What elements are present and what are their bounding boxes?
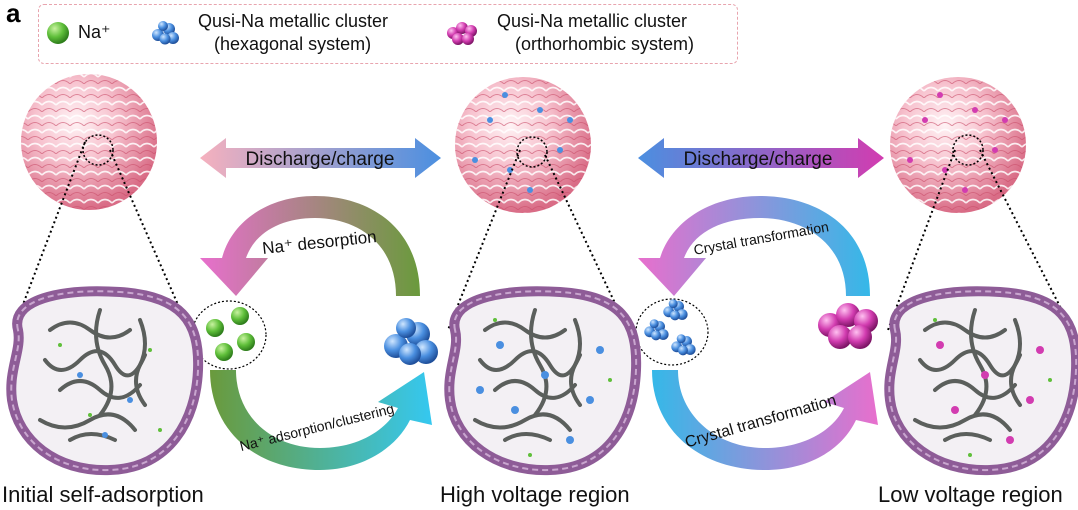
legend-ortho-label-line2: (orthorhombic system): [515, 34, 695, 54]
ortho-cluster-large: [818, 303, 878, 349]
stage-label-initial: Initial self-adsorption: [2, 482, 204, 507]
hex-cluster-large: [384, 318, 438, 365]
sphere-low: [890, 77, 1026, 213]
legend-na-label: Na⁺: [78, 22, 111, 42]
particle-initial: [6, 286, 204, 476]
stage-label-low: Low voltage region: [878, 482, 1063, 507]
legend-ortho-cluster-icon: [447, 22, 477, 45]
arc-left-upper: [200, 196, 420, 296]
double-arrow-left: [200, 138, 441, 178]
sphere-high: [455, 77, 591, 213]
hex-cluster-small-2: [644, 319, 669, 341]
panel-label: a: [6, 0, 21, 28]
hex-cluster-small-3: [671, 334, 696, 356]
arc-right-upper: [638, 196, 870, 296]
legend-box: [38, 4, 738, 64]
legend-hex-label-line2: (hexagonal system): [214, 34, 372, 54]
sphere-initial: [21, 74, 157, 210]
legend-hex-cluster-icon: [152, 21, 179, 45]
legend-na-icon: [47, 22, 69, 44]
arc-right-lower: [652, 370, 878, 470]
particle-high: [444, 286, 642, 476]
legend-ortho-label-line1: Qusi-Na metallic cluster: [497, 11, 688, 31]
legend-hex-label-line1: Qusi-Na metallic cluster: [198, 11, 389, 31]
particle-low: [884, 286, 1078, 476]
double-arrow-right: [638, 138, 884, 178]
label-na-desorption: Na⁺ desorption: [261, 227, 377, 258]
label-double-arrow-right: Discharge/charge: [684, 149, 833, 170]
label-double-arrow-left: Discharge/charge: [246, 149, 395, 170]
hex-cluster-small-1: [663, 299, 688, 321]
stage-label-high: High voltage region: [440, 482, 630, 507]
arc-left-lower: [210, 370, 432, 470]
na-ion-group: [206, 307, 255, 361]
